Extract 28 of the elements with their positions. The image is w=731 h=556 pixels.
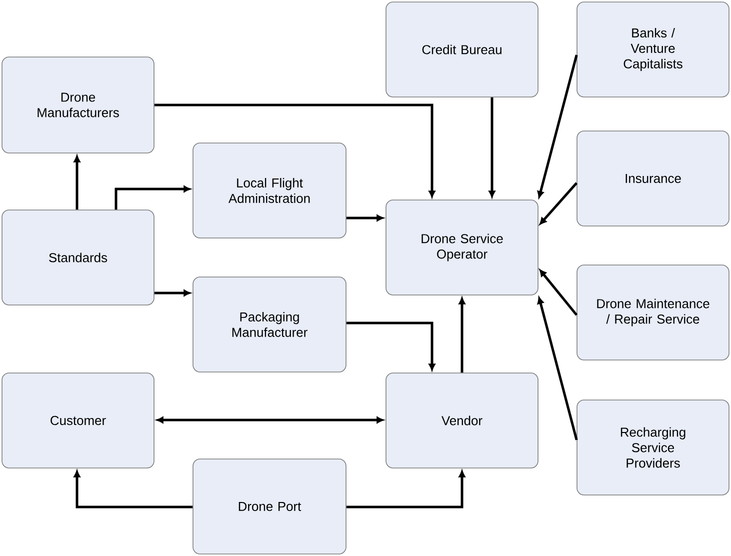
arrow (540, 182, 578, 225)
arrow (156, 416, 384, 424)
process-box: Insurance (576, 130, 730, 226)
arrow (346, 322, 436, 370)
arrow (74, 470, 193, 508)
process-box: Customer (2, 372, 154, 468)
process-box: Packaging Manufacturer (192, 276, 346, 372)
arrow (537, 54, 578, 198)
arrow (346, 470, 466, 508)
arrow (74, 156, 80, 210)
process-box: Standards (2, 210, 154, 306)
process-box: Banks / Venture Capitalists (576, 2, 730, 98)
arrow (114, 186, 190, 210)
arrow (537, 297, 578, 440)
process-box: Drone Service Operator (386, 200, 538, 296)
process-box: Recharging Service Providers (576, 400, 730, 496)
arrow (540, 270, 578, 316)
arrow (154, 290, 190, 296)
process-box: Drone Port (192, 458, 346, 554)
process-box: Credit Bureau (386, 2, 538, 98)
process-box: Vendor (386, 372, 538, 468)
process-box: Local Flight Administration (192, 142, 346, 238)
arrow (458, 298, 466, 373)
process-box: Drone Manufacturers (2, 56, 154, 154)
arrow (346, 214, 384, 222)
arrow (154, 104, 436, 198)
process-box: Drone Maintenance / Repair Service (576, 264, 730, 360)
arrow (488, 97, 496, 198)
